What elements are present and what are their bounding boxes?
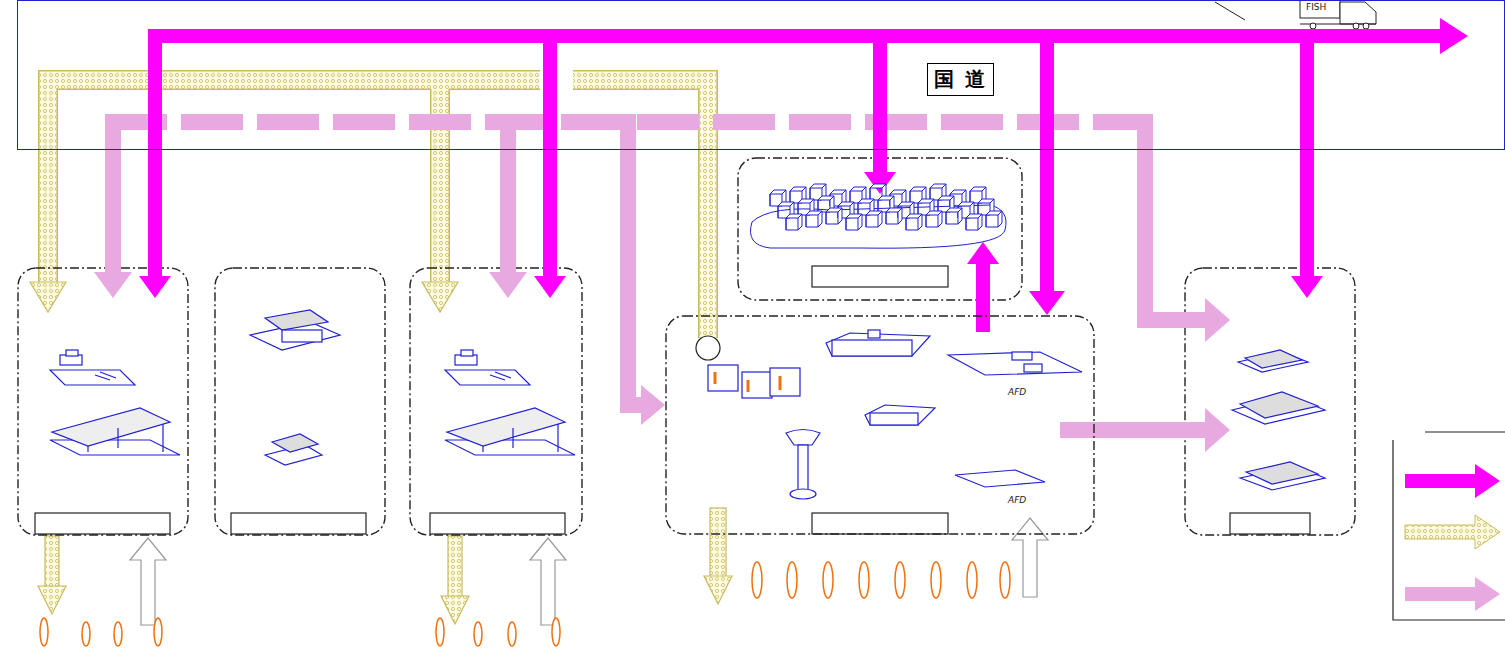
- city-block: [826, 208, 842, 224]
- zone-border: [666, 316, 1094, 534]
- zones: [18, 158, 1355, 535]
- ponds: [40, 562, 1010, 646]
- facility-zone: AFD AFD: [665, 315, 1095, 535]
- city-block: [926, 211, 942, 227]
- city-block: [886, 208, 902, 224]
- fish-truck: [1215, 0, 1376, 29]
- facility-label: AFD: [1008, 387, 1026, 397]
- road-band: 国 道: [17, 0, 1505, 150]
- flow-arrow: [628, 150, 665, 425]
- city-block: [946, 208, 962, 224]
- name-plates: [35, 266, 1310, 534]
- city-block: [986, 211, 1002, 227]
- city-block: [786, 214, 802, 230]
- zone-outline: [665, 315, 1095, 535]
- facility-label: AFD: [1008, 495, 1026, 505]
- city-block: [966, 214, 982, 230]
- truck-label: FISH: [1306, 2, 1326, 12]
- facility-icons: [50, 310, 1325, 499]
- flow-line: [1040, 150, 1054, 292]
- city-block: [906, 214, 922, 230]
- legend-box: [1393, 432, 1505, 620]
- city: [750, 184, 1006, 248]
- arrow-head: [1029, 291, 1065, 315]
- arrow-head: [641, 385, 665, 425]
- city-block: [846, 214, 862, 230]
- pink-arrows: [94, 114, 1230, 452]
- city-block: [866, 211, 882, 227]
- road-label: 国 道: [927, 63, 994, 96]
- flow-arrow: [1029, 150, 1065, 315]
- city-block: [806, 211, 822, 227]
- flow-line: [628, 150, 642, 405]
- dotted-arrows: [30, 80, 732, 624]
- magenta-arrows: [139, 18, 1468, 332]
